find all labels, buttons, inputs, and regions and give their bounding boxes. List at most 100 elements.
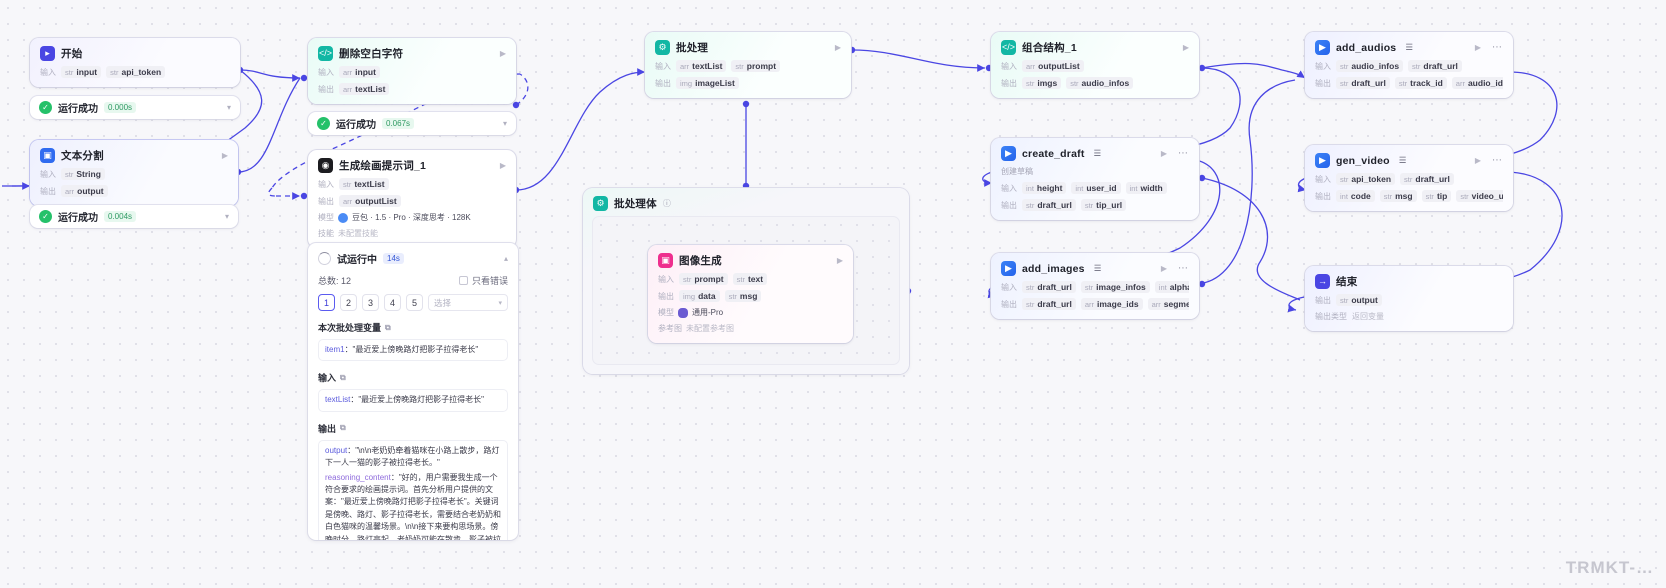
page-button-5[interactable]: 5 xyxy=(406,294,423,311)
status-trim[interactable]: ✓ 运行成功 0.067s ▾ xyxy=(308,112,516,135)
spinner-icon xyxy=(318,252,331,265)
chevron-down-icon[interactable]: ▾ xyxy=(502,119,507,128)
run-icon[interactable]: ▶ xyxy=(221,151,228,160)
more-options-icon[interactable]: ⋯ xyxy=(1178,148,1189,159)
run-pager[interactable]: 1 2 3 4 5 选择 ▾ xyxy=(318,294,508,311)
run-icon[interactable]: ▶ xyxy=(1182,43,1189,52)
info-icon[interactable]: ⓘ xyxy=(662,199,671,208)
output-value: ："\n\n老奶奶牵着猫咪在小路上散步，路灯下一人一猫的影子被拉得老长。" xyxy=(325,445,500,468)
run-icon[interactable]: ▶ xyxy=(499,49,506,58)
chevron-up-icon[interactable]: ▴ xyxy=(503,254,508,263)
plugin-icon: ▶ xyxy=(1001,146,1016,161)
run-icon[interactable]: ▶ xyxy=(834,43,841,52)
copy-icon[interactable]: ⧉ xyxy=(385,322,391,332)
more-options-icon[interactable]: ⋯ xyxy=(1492,155,1503,166)
more-options-icon[interactable]: ⋯ xyxy=(1492,42,1503,53)
page-button-1[interactable]: 1 xyxy=(318,294,335,311)
save-icon[interactable]: ☰ xyxy=(1398,155,1407,165)
chevron-down-icon[interactable]: ▾ xyxy=(224,212,229,221)
run-icon[interactable]: ▶ xyxy=(1474,156,1481,165)
port-chip[interactable]: arrsegment xyxy=(1147,298,1189,310)
run-icon[interactable]: ▶ xyxy=(836,256,843,265)
copy-icon[interactable]: ⧉ xyxy=(340,372,346,382)
node-image-gen-title: 图像生成 xyxy=(679,255,722,267)
port-chip[interactable]: intalpha xyxy=(1154,281,1189,293)
chevron-down-icon[interactable]: ▾ xyxy=(226,103,231,112)
page-select[interactable]: 选择 ▾ xyxy=(428,294,508,311)
save-icon[interactable]: ☰ xyxy=(1093,263,1102,273)
status-text-split[interactable]: ✓ 运行成功 0.004s ▾ xyxy=(30,205,238,228)
save-icon[interactable]: ☰ xyxy=(1093,148,1102,158)
page-button-3[interactable]: 3 xyxy=(362,294,379,311)
page-button-2[interactable]: 2 xyxy=(340,294,357,311)
run-icon[interactable]: ▶ xyxy=(1160,149,1167,158)
run-icon[interactable]: ▶ xyxy=(1474,43,1481,52)
copy-icon[interactable]: ⧉ xyxy=(340,423,346,433)
save-icon[interactable]: ☰ xyxy=(1405,42,1413,52)
run-icon[interactable]: ▶ xyxy=(1160,264,1167,273)
only-error-checkbox[interactable]: 只看错误 xyxy=(458,274,508,287)
start-icon: ▸ xyxy=(40,46,55,61)
run-icon[interactable]: ▶ xyxy=(499,161,506,170)
run-panel[interactable]: 试运行中 14s ▴ 总数: 12 只看错误 1 2 3 4 5 选择 ▾ 本次… xyxy=(308,243,518,540)
status-start[interactable]: ✓ 运行成功 0.000s ▾ xyxy=(30,96,240,119)
more-options-icon[interactable]: ⋯ xyxy=(1178,263,1189,274)
chevron-down-icon: ▾ xyxy=(498,299,502,307)
page-button-4[interactable]: 4 xyxy=(384,294,401,311)
checkbox-icon[interactable] xyxy=(458,276,468,285)
